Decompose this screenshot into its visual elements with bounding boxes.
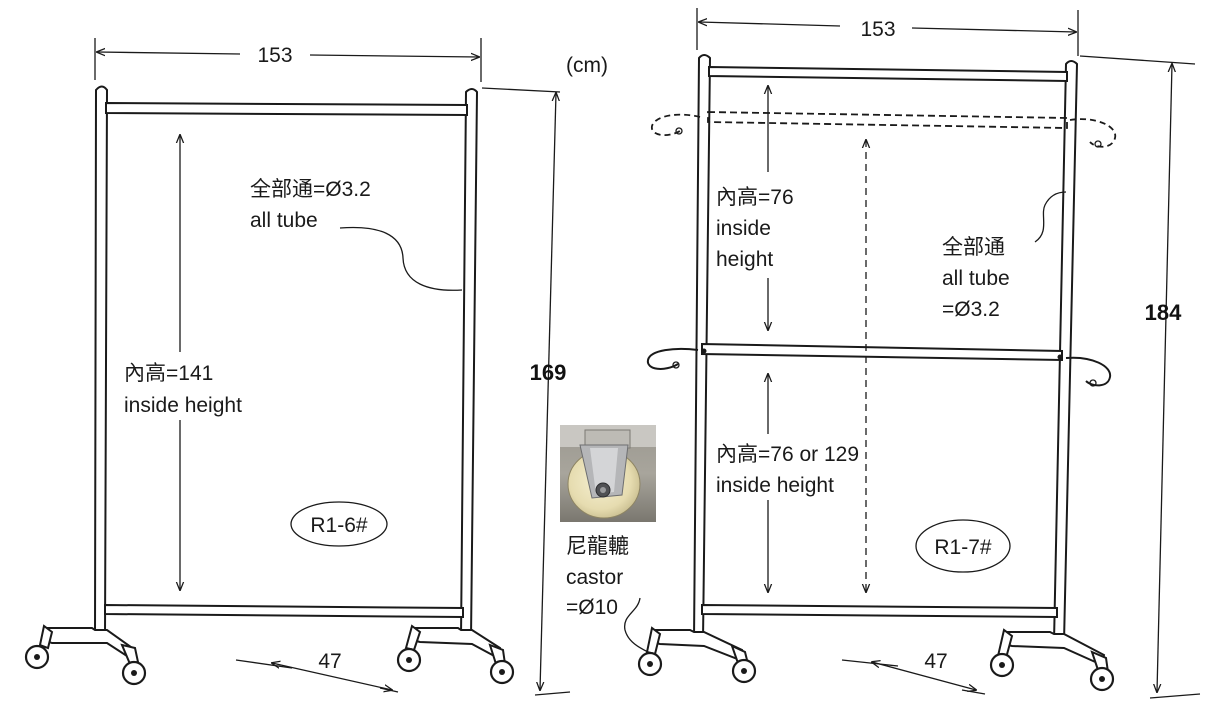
left-model-badge: R1-6# bbox=[290, 501, 388, 547]
right-lower-inside-cn: 內高=76 or 129 bbox=[716, 443, 859, 466]
castor-label-en: castor bbox=[566, 566, 623, 589]
units-label: (cm) bbox=[566, 54, 608, 77]
right-tube-dia: =Ø3.2 bbox=[942, 298, 1000, 321]
left-model-label: R1-6# bbox=[310, 514, 368, 537]
left-depth-label: 47 bbox=[318, 650, 341, 673]
left-tube-cn: 全部通=Ø3.2 bbox=[250, 178, 371, 201]
right-rack-top-hooks bbox=[651, 113, 1116, 148]
right-upper-inside-en-2: height bbox=[716, 248, 773, 271]
right-height-dimension: 184 bbox=[1079, 55, 1201, 699]
right-depth-label: 47 bbox=[924, 650, 947, 673]
castor-label-dia: =Ø10 bbox=[566, 596, 618, 619]
left-rack-bottom-rail bbox=[104, 603, 464, 619]
right-lower-inside-en: inside height bbox=[716, 474, 834, 497]
right-rack-optional-rail bbox=[707, 111, 1068, 129]
right-height-label: 184 bbox=[1145, 300, 1182, 325]
right-tube-note: 全部通 all tube =Ø3.2 bbox=[942, 191, 1067, 321]
rack-r1-7: 153 184 內高=76 inside height 內高=76 or 129… bbox=[637, 8, 1201, 699]
right-rack-right-upright bbox=[1052, 60, 1079, 643]
left-tube-en: all tube bbox=[250, 209, 318, 232]
castor-note: 尼龍轆 castor =Ø10 bbox=[566, 535, 649, 653]
left-rack-right-foot bbox=[396, 624, 515, 685]
left-height-label: 169 bbox=[530, 360, 567, 385]
castor-label-cn: 尼龍轆 bbox=[566, 535, 629, 558]
right-tube-en: all tube bbox=[942, 267, 1010, 290]
right-upper-inside-cn: 內高=76 bbox=[716, 186, 794, 209]
right-width-label: 153 bbox=[860, 18, 895, 41]
right-rack-top-rail bbox=[708, 65, 1068, 83]
right-model-label: R1-7# bbox=[934, 536, 992, 559]
right-rack-left-foot bbox=[637, 626, 757, 684]
right-rack-middle-hooks bbox=[646, 347, 1112, 387]
left-inside-height-cn: 內高=141 bbox=[124, 362, 213, 385]
right-rack-middle-rail bbox=[701, 342, 1063, 362]
left-height-dimension: 169 bbox=[481, 87, 571, 696]
right-rack-right-foot bbox=[989, 628, 1115, 692]
right-rack-bottom-rail bbox=[701, 603, 1058, 619]
right-upper-inside-height: 內高=76 inside height bbox=[716, 86, 794, 330]
left-inside-height-en: inside height bbox=[124, 394, 242, 417]
left-rack-top-rail bbox=[105, 101, 468, 117]
left-tube-note: 全部通=Ø3.2 all tube bbox=[250, 178, 463, 291]
left-rack-left-upright bbox=[93, 85, 109, 637]
right-upper-inside-en-1: inside bbox=[716, 217, 771, 240]
left-inside-height-arrow: 內高=141 inside height bbox=[124, 135, 242, 590]
right-model-badge: R1-7# bbox=[915, 519, 1011, 573]
left-depth-dimension: 47 bbox=[235, 650, 399, 693]
left-width-dimension: 153 bbox=[94, 38, 482, 82]
castor-photo bbox=[560, 425, 656, 522]
left-rack-right-upright bbox=[459, 88, 479, 639]
left-width-label: 153 bbox=[257, 44, 292, 67]
right-width-dimension: 153 bbox=[696, 8, 1079, 56]
rack-r1-6: 153 169 內高=141 inside height 全部通=Ø3.2 al… bbox=[24, 38, 571, 696]
right-lower-inside-height: 內高=76 or 129 inside height bbox=[716, 374, 859, 592]
left-rack-left-foot bbox=[24, 624, 147, 686]
right-depth-dimension: 47 bbox=[841, 650, 986, 695]
right-tube-cn: 全部通 bbox=[942, 236, 1005, 259]
